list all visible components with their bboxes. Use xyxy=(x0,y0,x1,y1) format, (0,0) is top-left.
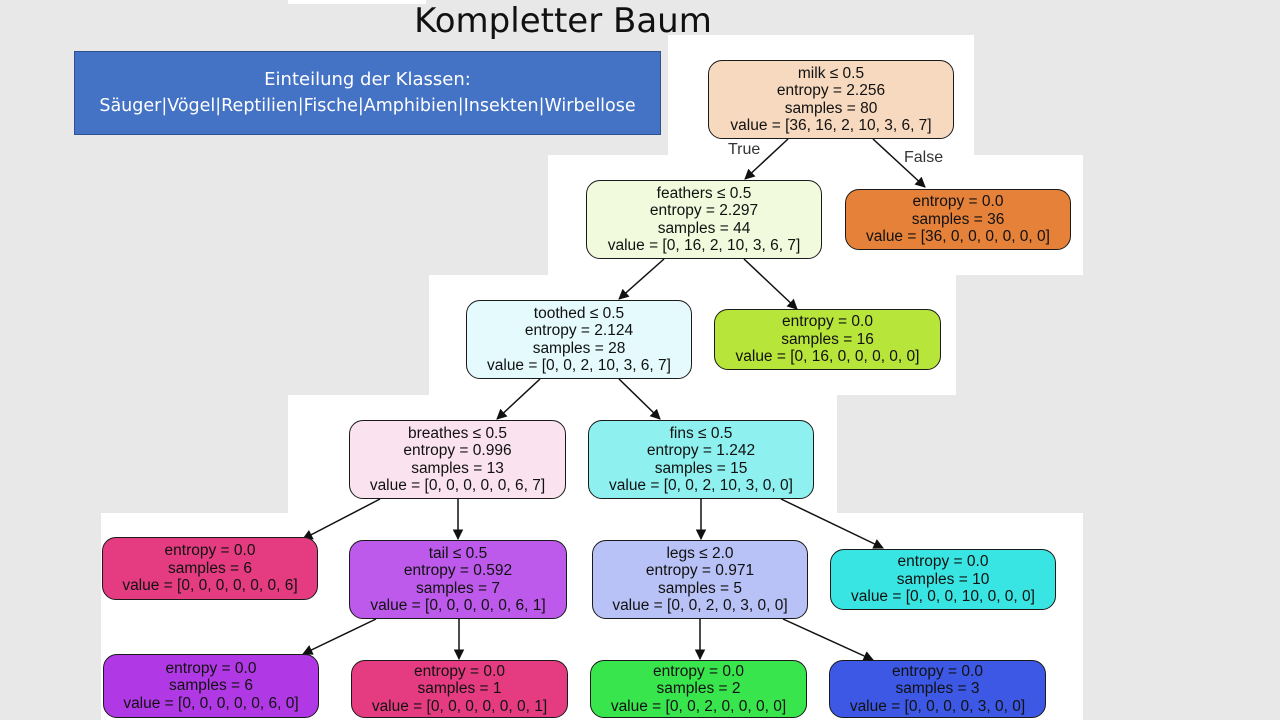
node-samples: samples = 80 xyxy=(784,99,878,117)
edge-n1-n3 xyxy=(618,258,665,300)
edge-n6-n10 xyxy=(780,498,884,549)
node-entropy: entropy = 0.0 xyxy=(892,662,983,680)
tree-image-patch xyxy=(288,0,426,4)
tree-node-toothed: toothed ≤ 0.5 entropy = 2.124 samples = … xyxy=(466,300,692,379)
class-legend-box: Einteilung der Klassen: Säuger|Vögel|Rep… xyxy=(74,51,661,135)
tree-leaf-invertebrates: entropy = 0.0 samples = 6 value = [0, 0,… xyxy=(102,537,318,600)
node-entropy: entropy = 0.0 xyxy=(165,659,257,677)
slide-title: Kompletter Baum xyxy=(414,1,712,41)
tree-leaf-mammals: entropy = 0.0 samples = 36 value = [36, … xyxy=(845,189,1071,250)
node-samples: samples = 13 xyxy=(411,459,504,477)
edge-n5-n7 xyxy=(302,498,381,540)
node-samples: samples = 44 xyxy=(657,219,751,237)
node-value: value = [0, 0, 2, 10, 3, 6, 7] xyxy=(487,357,671,374)
tree-leaf-insects: entropy = 0.0 samples = 6 value = [0, 0,… xyxy=(103,654,319,718)
node-split: toothed ≤ 0.5 xyxy=(533,304,625,322)
node-split: feathers ≤ 0.5 xyxy=(656,184,752,202)
node-value: value = [0, 16, 2, 10, 3, 6, 7] xyxy=(607,237,801,254)
edge-n3-n6 xyxy=(618,378,661,420)
node-split: legs ≤ 2.0 xyxy=(666,544,734,562)
node-samples: samples = 2 xyxy=(656,680,741,698)
node-entropy: entropy = 0.971 xyxy=(645,562,755,579)
tree-leaf-reptiles: entropy = 0.0 samples = 2 value = [0, 0,… xyxy=(590,660,807,718)
node-value: value = [36, 16, 2, 10, 3, 6, 7] xyxy=(730,117,932,134)
tree-leaf-invertebrates-2: entropy = 0.0 samples = 1 value = [0, 0,… xyxy=(351,660,568,718)
tree-node-fins: fins ≤ 0.5 entropy = 1.242 samples = 15 … xyxy=(588,420,814,499)
tree-node-tail: tail ≤ 0.5 entropy = 0.592 samples = 7 v… xyxy=(349,540,567,619)
node-entropy: entropy = 0.0 xyxy=(414,662,505,680)
node-samples: samples = 7 xyxy=(415,579,500,597)
node-samples: samples = 6 xyxy=(168,677,253,695)
node-entropy: entropy = 2.256 xyxy=(776,82,886,99)
node-value: value = [0, 0, 2, 0, 3, 0, 0] xyxy=(612,597,788,614)
node-samples: samples = 6 xyxy=(167,559,252,577)
class-legend-classes: Säuger|Vögel|Reptilien|Fische|Amphibien|… xyxy=(99,96,636,116)
tree-node-breathes: breathes ≤ 0.5 entropy = 0.996 samples =… xyxy=(349,420,566,499)
node-samples: samples = 5 xyxy=(657,579,742,597)
node-entropy: entropy = 0.0 xyxy=(653,662,744,680)
node-value: value = [36, 0, 0, 0, 0, 0, 0] xyxy=(866,228,1050,246)
class-legend-heading: Einteilung der Klassen: xyxy=(264,69,471,90)
node-value: value = [0, 16, 0, 0, 0, 0, 0] xyxy=(735,348,920,366)
node-entropy: entropy = 2.124 xyxy=(524,322,634,339)
node-entropy: entropy = 0.0 xyxy=(897,553,989,571)
edge-n8-n11 xyxy=(302,618,377,655)
node-value: value = [0, 0, 2, 10, 3, 0, 0] xyxy=(609,477,793,494)
node-value: value = [0, 0, 0, 0, 0, 6, 1] xyxy=(370,597,546,614)
node-entropy: entropy = 0.0 xyxy=(164,542,256,560)
node-entropy: entropy = 1.242 xyxy=(646,442,756,459)
node-entropy: entropy = 0.0 xyxy=(912,193,1004,211)
edge-label-false: False xyxy=(904,149,944,166)
node-samples: samples = 1 xyxy=(417,680,502,698)
node-samples: samples = 3 xyxy=(895,680,980,698)
edge-n3-n5 xyxy=(496,378,541,420)
tree-leaf-fish: entropy = 0.0 samples = 10 value = [0, 0… xyxy=(830,549,1056,610)
tree-leaf-amphibians: entropy = 0.0 samples = 3 value = [0, 0,… xyxy=(829,660,1046,718)
node-samples: samples = 10 xyxy=(896,570,990,588)
node-split: tail ≤ 0.5 xyxy=(428,544,488,562)
node-entropy: entropy = 2.297 xyxy=(649,202,759,219)
node-value: value = [0, 0, 0, 0, 3, 0, 0] xyxy=(849,697,1026,715)
edge-n0-n2 xyxy=(872,138,926,188)
edge-n0-n1 xyxy=(744,138,789,180)
node-value: value = [0, 0, 0, 0, 0, 6, 7] xyxy=(369,477,546,494)
node-samples: samples = 36 xyxy=(911,210,1005,228)
node-value: value = [0, 0, 0, 10, 0, 0, 0] xyxy=(851,588,1035,606)
tree-node-legs: legs ≤ 2.0 entropy = 0.971 samples = 5 v… xyxy=(592,540,808,619)
node-value: value = [0, 0, 2, 0, 0, 0, 0] xyxy=(610,697,787,715)
node-samples: samples = 16 xyxy=(781,330,874,348)
node-samples: samples = 28 xyxy=(532,339,626,357)
node-value: value = [0, 0, 0, 0, 0, 0, 6] xyxy=(122,577,298,595)
node-entropy: entropy = 0.592 xyxy=(403,562,513,579)
node-entropy: entropy = 0.996 xyxy=(403,442,512,459)
node-samples: samples = 15 xyxy=(654,459,748,477)
edge-n9-n14 xyxy=(782,618,874,661)
edge-n1-n4 xyxy=(743,258,798,310)
node-split: fins ≤ 0.5 xyxy=(669,424,733,442)
node-split: milk ≤ 0.5 xyxy=(797,64,865,82)
tree-node-root-milk: milk ≤ 0.5 entropy = 2.256 samples = 80 … xyxy=(708,60,954,139)
node-entropy: entropy = 0.0 xyxy=(782,313,873,331)
tree-leaf-birds: entropy = 0.0 samples = 16 value = [0, 1… xyxy=(714,309,941,370)
node-value: value = [0, 0, 0, 0, 0, 0, 1] xyxy=(371,697,548,715)
node-value: value = [0, 0, 0, 0, 0, 6, 0] xyxy=(123,694,299,712)
edge-label-true: True xyxy=(728,141,761,158)
tree-node-feathers: feathers ≤ 0.5 entropy = 2.297 samples =… xyxy=(586,180,822,259)
node-split: breathes ≤ 0.5 xyxy=(408,424,507,442)
